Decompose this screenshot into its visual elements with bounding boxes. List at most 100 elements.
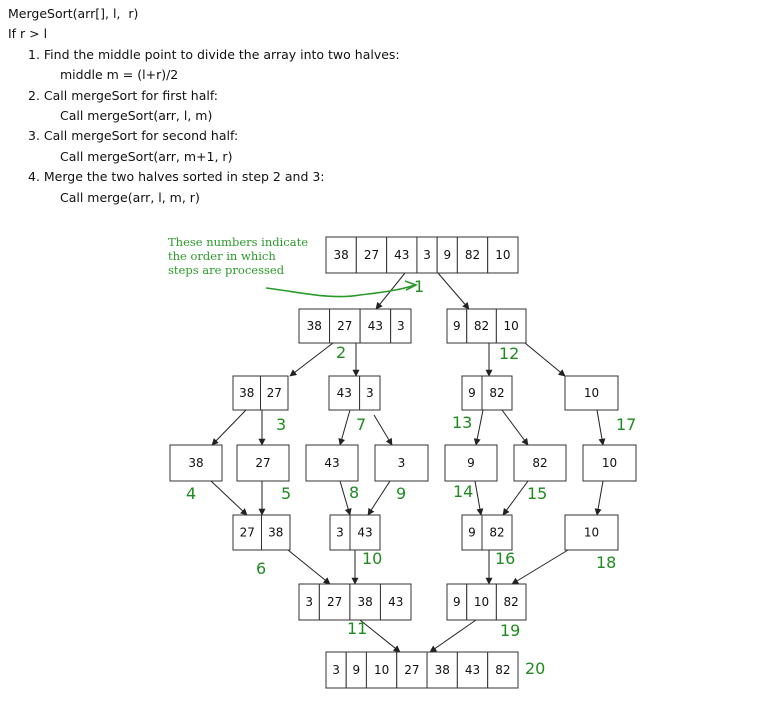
array-cell (481, 375, 513, 411)
array-cell-value: 3 (397, 319, 405, 333)
array-cell (374, 444, 429, 482)
arrow (339, 480, 352, 516)
array-cell-value: 10 (495, 248, 510, 262)
array-cell (495, 308, 527, 344)
array-box-m4: 10 (564, 514, 619, 551)
step-number: 8 (349, 483, 359, 502)
array-cell-value: 10 (584, 526, 599, 540)
array-cell-value: 27 (337, 319, 352, 333)
array-cell-value: 9 (468, 526, 476, 540)
array-cell (444, 444, 498, 482)
pseudocode: MergeSort(arr[], l, r) If r > l 1. Find th… (8, 4, 400, 208)
arrow (502, 480, 529, 516)
array-cell (456, 236, 489, 274)
arrow (473, 409, 484, 446)
arrow (594, 480, 604, 516)
array-box-m5: 3 27 38 43 (298, 583, 412, 621)
array-cell-value: 82 (532, 456, 547, 470)
array-cell (169, 444, 223, 482)
array-cell-value: 43 (388, 595, 403, 609)
array-cell-value: 3 (305, 595, 313, 609)
arrow (210, 480, 248, 516)
array-cell-value: 27 (327, 595, 342, 609)
array-cell-value: 10 (602, 456, 617, 470)
step-number: 1 (414, 277, 424, 296)
arrow (596, 409, 606, 446)
array-cell (260, 375, 289, 411)
array-cell (564, 375, 619, 411)
array-box-b: 27 (236, 444, 290, 482)
step-number: 3 (276, 415, 286, 434)
array-cell-value: 38 (358, 595, 373, 609)
pseudocode-line: If r > l (8, 26, 48, 42)
array-box-m3: 9 82 (461, 514, 513, 551)
array-cell (466, 308, 497, 344)
note-line: steps are processed (168, 263, 285, 277)
array-cell-value: 10 (374, 663, 389, 677)
array-cell-value: 3 (332, 663, 340, 677)
array-cell (325, 236, 357, 274)
array-cell (349, 514, 381, 551)
array-cell-value: 82 (474, 319, 489, 333)
array-cell (298, 308, 331, 344)
step-number: 17 (616, 415, 636, 434)
array-cell (495, 583, 527, 621)
array-cell-value: 43 (368, 319, 383, 333)
step-number: 11 (347, 619, 367, 638)
step-number: 2 (336, 343, 346, 362)
step-number: 20 (525, 659, 545, 678)
array-cell-value: 9 (453, 595, 461, 609)
step-number: 14 (453, 482, 473, 501)
array-cell-value: 27 (267, 386, 282, 400)
step-number: 19 (500, 621, 520, 640)
arrow (373, 414, 393, 446)
step-number: 12 (499, 344, 519, 363)
arrow (289, 342, 334, 377)
array-cell-value: 10 (584, 386, 599, 400)
step-number: 5 (281, 484, 291, 503)
pseudocode-line: 2. Call mergeSort for first half: (28, 87, 218, 103)
array-box-g: 10 (582, 444, 637, 482)
array-cell-value: 38 (334, 248, 349, 262)
pseudocode-line: MergeSort(arr[], l, r) (8, 6, 139, 21)
array-cell-value: 43 (394, 248, 409, 262)
array-cell-value: 9 (352, 663, 360, 677)
array-cell-value: 82 (489, 386, 504, 400)
arrow (429, 619, 477, 653)
array-box-m1: 27 38 (232, 514, 291, 551)
arrow (437, 272, 470, 310)
array-cell-value: 82 (495, 663, 510, 677)
arrow (474, 480, 484, 516)
array-cell-value: 27 (255, 456, 270, 470)
array-cell-value: 38 (268, 526, 283, 540)
array-cell-value: 10 (474, 595, 489, 609)
array-cell-value: 3 (423, 248, 431, 262)
pseudocode-line: 3. Call mergeSort for second half: (28, 128, 239, 144)
array-cell-value: 27 (364, 248, 379, 262)
array-cell-value: 38 (239, 386, 254, 400)
array-cell-value: 9 (443, 248, 451, 262)
arrow (287, 549, 331, 585)
array-cell-value: 3 (398, 456, 406, 470)
step-number: 9 (396, 484, 406, 503)
arrow (524, 342, 566, 377)
arrow (367, 480, 391, 516)
array-cell-value: 82 (489, 526, 504, 540)
arrows (210, 272, 606, 653)
array-box-e: 9 (444, 444, 498, 482)
array-cell (261, 514, 291, 551)
array-cell (318, 583, 351, 621)
array-cell-value: 43 (357, 526, 372, 540)
pseudocode-line: 1. Find the middle point to divide the a… (28, 46, 400, 62)
array-cell-value: 43 (324, 456, 339, 470)
array-cell (582, 444, 637, 482)
array-cell-value: 27 (240, 526, 255, 540)
array-cell-value: 3 (336, 526, 344, 540)
array-cell (390, 308, 412, 344)
